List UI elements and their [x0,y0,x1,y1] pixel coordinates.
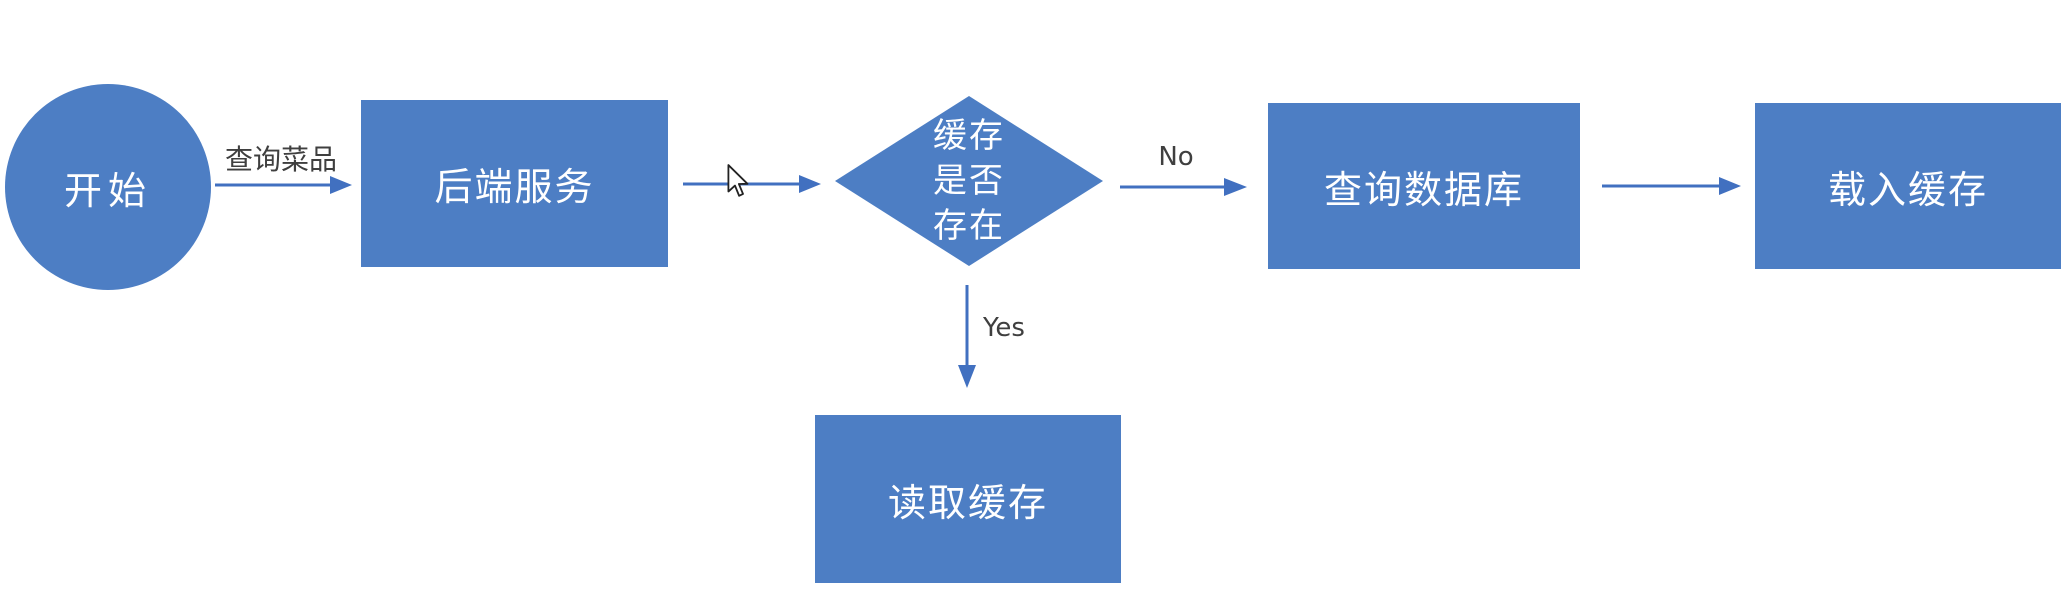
backend-service-node: 后端服务 [361,100,668,267]
start-node: 开始 [5,84,211,290]
connector-cache-check-to-query-db [1120,178,1247,196]
cache-check-decision-node: 缓存 是否 存在 [835,96,1103,266]
edge-label-yes: Yes [983,313,1025,343]
edge-label-no: No [1158,142,1194,172]
cache-check-label-line-1: 缓存 [933,115,1005,156]
backend-service-node-label: 后端服务 [434,165,595,209]
connector-backend-to-cache-check [683,175,821,193]
edge-label-query-dish: 查询菜品 [224,143,337,176]
read-cache-node-label: 读取缓存 [887,480,1048,525]
cache-check-label-line-3: 存在 [933,205,1005,246]
connector-query-db-to-load-cache [1602,177,1741,195]
load-cache-node: 载入缓存 [1755,103,2061,269]
query-database-node: 查询数据库 [1268,103,1580,269]
mouse-cursor-icon [727,164,749,197]
diamond-shape [835,96,1103,266]
cache-check-label-line-2: 是否 [933,160,1005,201]
read-cache-node: 读取缓存 [815,415,1121,583]
query-database-node-label: 查询数据库 [1323,167,1524,212]
start-node-label: 开始 [63,168,152,213]
load-cache-node-label: 载入缓存 [1827,167,1988,212]
connector-start-to-backend [215,176,352,194]
